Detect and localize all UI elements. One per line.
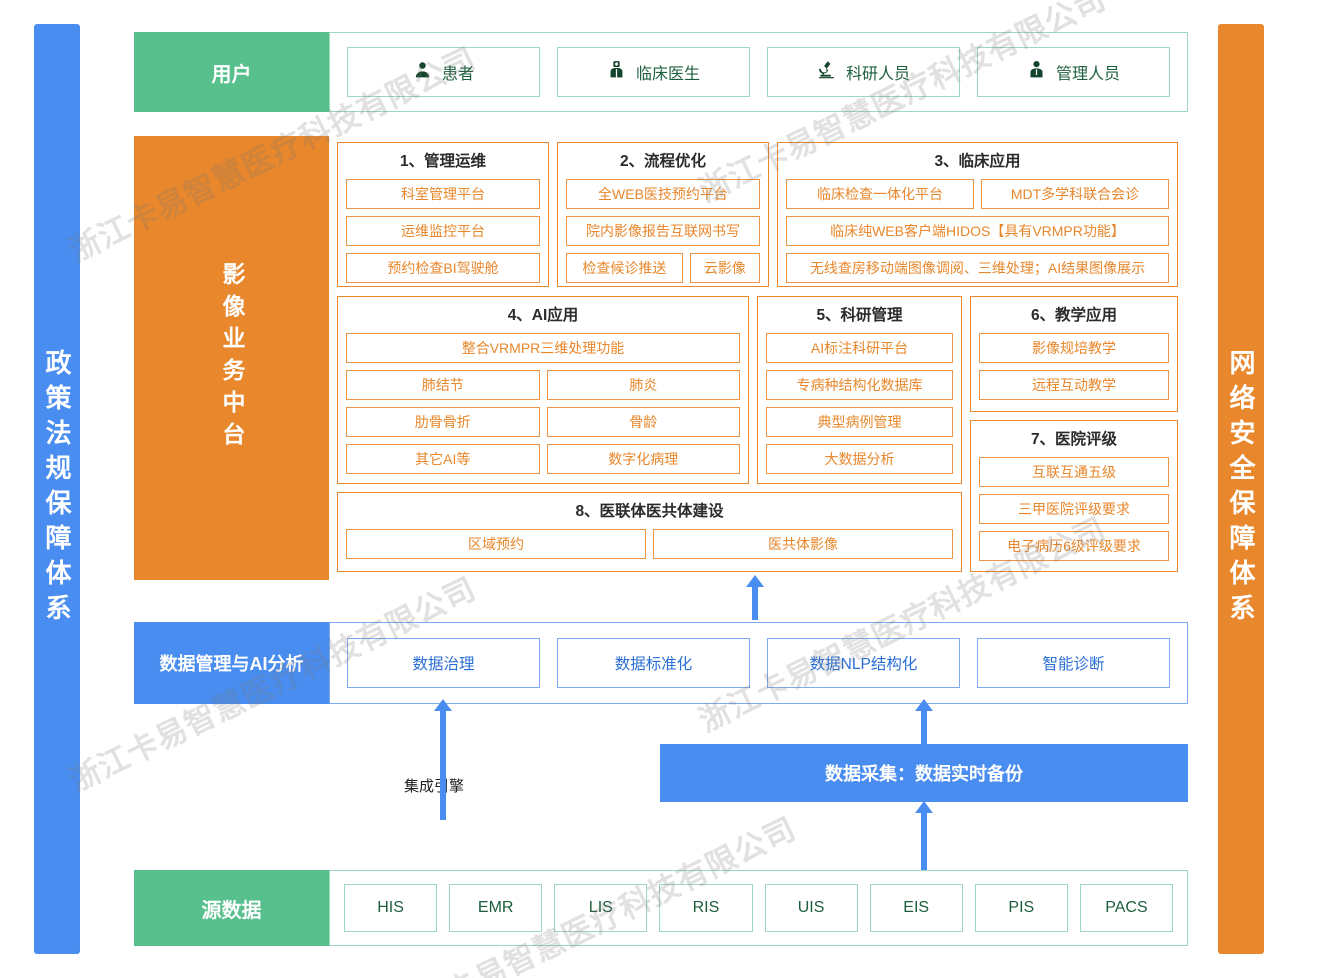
data-chip-standardization[interactable]: 数据标准化: [557, 638, 750, 688]
item-box[interactable]: 全WEB医技预约平台: [566, 179, 760, 209]
imaging-business-platform-text: 影像业务中台: [219, 262, 245, 454]
item-box[interactable]: 肋骨骨折: [346, 407, 540, 437]
data-management-row-body: 数据治理 数据标准化 数据NLP结构化 智能诊断: [329, 622, 1188, 704]
network-security-pillar: 网络安全保障体系: [1218, 24, 1264, 954]
item-box[interactable]: 无线查房移动端图像调阅、三维处理；AI结果图像展示: [786, 253, 1169, 283]
item-box[interactable]: 典型病例管理: [766, 407, 953, 437]
source-chip-lis[interactable]: LIS: [554, 884, 648, 932]
source-chip-eis[interactable]: EIS: [869, 884, 963, 932]
card-ai-application: 4、AI应用 整合VRMPR三维处理功能 肺结节 肺炎 肋骨骨折 骨龄 其它AI…: [337, 296, 749, 484]
source-data-row-body: HIS EMR LIS RIS UIS EIS PIS PACS: [329, 870, 1188, 946]
item-box[interactable]: 数字化病理: [546, 444, 740, 474]
card-research-management: 5、科研管理 AI标注科研平台 专病种结构化数据库 典型病例管理 大数据分析: [757, 296, 962, 484]
item-box[interactable]: 专病种结构化数据库: [766, 370, 953, 400]
card-clinical-application: 3、临床应用 临床检查一体化平台 MDT多学科联合会诊 临床纯WEB客户端HID…: [777, 142, 1178, 287]
card-title: 3、临床应用: [934, 153, 1021, 170]
card-process-optimization: 2、流程优化 全WEB医技预约平台 院内影像报告互联网书写 检查候诊推送 云影像: [557, 142, 769, 287]
item-box[interactable]: 互联互通五级: [979, 457, 1169, 487]
card-teaching-application: 6、教学应用 影像规培教学 远程互动教学: [970, 296, 1178, 412]
user-chip-label: 管理人员: [1055, 66, 1120, 83]
source-data-row: 源数据 HIS EMR LIS RIS UIS EIS PIS PACS: [134, 870, 1188, 946]
item-box[interactable]: 云影像: [689, 253, 760, 283]
data-chip-nlp[interactable]: 数据NLP结构化: [767, 638, 960, 688]
item-box[interactable]: 三甲医院评级要求: [979, 494, 1169, 524]
source-chip-his[interactable]: HIS: [344, 884, 438, 932]
card-title: 1、管理运维: [399, 153, 487, 170]
user-row: 用户 患者 临床医生 科研人员: [134, 32, 1188, 112]
user-chip-label: 科研人员: [845, 66, 910, 83]
user-icon: [413, 60, 432, 84]
item-box[interactable]: 远程互动教学: [979, 370, 1169, 400]
source-chip-pacs[interactable]: PACS: [1079, 884, 1173, 932]
manager-icon: [1027, 60, 1046, 84]
arrow-source-to-collect: [915, 801, 933, 870]
data-chip-governance[interactable]: 数据治理: [347, 638, 540, 688]
user-chip-researcher[interactable]: 科研人员: [767, 47, 960, 97]
item-box[interactable]: 区域预约: [346, 529, 646, 559]
item-box[interactable]: 预约检查BI驾驶舱: [346, 253, 540, 283]
arrow-integration-engine: [434, 699, 452, 820]
item-box[interactable]: MDT多学科联合会诊: [981, 179, 1169, 209]
card-title: 5、科研管理: [816, 307, 903, 324]
card-title: 2、流程优化: [619, 153, 707, 170]
user-chip-label: 患者: [441, 66, 474, 83]
item-box[interactable]: 医共体影像: [653, 529, 953, 559]
source-data-row-label: 源数据: [134, 870, 329, 946]
data-management-row-label: 数据管理与AI分析: [134, 622, 329, 704]
data-collection-bar: 数据采集：数据实时备份: [660, 744, 1188, 802]
card-title: 8、医联体医共体建设: [575, 503, 724, 520]
user-row-body: 患者 临床医生 科研人员 管理人员: [329, 32, 1188, 112]
source-chip-uis[interactable]: UIS: [764, 884, 858, 932]
item-box[interactable]: 院内影像报告互联网书写: [566, 216, 760, 246]
item-box[interactable]: 肺结节: [346, 370, 540, 400]
item-row: 其它AI等 数字化病理: [346, 444, 740, 481]
data-chip-smart-diagnosis[interactable]: 智能诊断: [977, 638, 1170, 688]
source-chip-emr[interactable]: EMR: [449, 884, 543, 932]
card-title: 7、医院评级: [1030, 431, 1118, 448]
policy-regulation-pillar-label: 政策法规保障体系: [42, 349, 72, 629]
network-security-pillar-label: 网络安全保障体系: [1226, 349, 1256, 629]
item-box[interactable]: 大数据分析: [766, 444, 953, 474]
microscope-icon: [817, 60, 836, 84]
arrow-data-to-platform: [746, 575, 764, 620]
item-row: 临床检查一体化平台 MDT多学科联合会诊: [786, 179, 1169, 216]
item-box[interactable]: AI标注科研平台: [766, 333, 953, 363]
imaging-business-platform-body: 1、管理运维 科室管理平台 运维监控平台 预约检查BI驾驶舱 2、流程优化 全W…: [329, 136, 1188, 580]
item-row: 肋骨骨折 骨龄: [346, 407, 740, 444]
item-box[interactable]: 电子病历6级评级要求: [979, 531, 1169, 561]
user-row-label: 用户: [134, 32, 329, 112]
item-box[interactable]: 肺炎: [546, 370, 740, 400]
user-chip-label: 临床医生: [635, 66, 700, 83]
data-management-row: 数据管理与AI分析 数据治理 数据标准化 数据NLP结构化 智能诊断: [134, 622, 1188, 704]
doctor-icon: [607, 60, 626, 84]
item-box[interactable]: 检查候诊推送: [566, 253, 683, 283]
user-chip-administrator[interactable]: 管理人员: [977, 47, 1170, 97]
policy-regulation-pillar: 政策法规保障体系: [34, 24, 80, 954]
card-medical-consortium: 8、医联体医共体建设 区域预约 医共体影像: [337, 492, 962, 572]
card-title: 6、教学应用: [1030, 307, 1118, 324]
source-chip-ris[interactable]: RIS: [659, 884, 753, 932]
item-box[interactable]: 骨龄: [546, 407, 740, 437]
item-box[interactable]: 其它AI等: [346, 444, 540, 474]
user-chip-clinician[interactable]: 临床医生: [557, 47, 750, 97]
item-box[interactable]: 临床检查一体化平台: [786, 179, 974, 209]
item-box[interactable]: 影像规培教学: [979, 333, 1169, 363]
item-box[interactable]: 临床纯WEB客户端HIDOS【具有VRMPR功能】: [786, 216, 1169, 246]
card-hospital-rating: 7、医院评级 互联互通五级 三甲医院评级要求 电子病历6级评级要求: [970, 420, 1178, 572]
item-box[interactable]: 整合VRMPR三维处理功能: [346, 333, 740, 363]
item-row: 肺结节 肺炎: [346, 370, 740, 407]
card-title: 4、AI应用: [507, 307, 579, 324]
imaging-business-platform-label: 影像业务中台: [134, 136, 329, 580]
integration-engine-label: 集成引擎: [404, 778, 465, 795]
item-box[interactable]: 运维监控平台: [346, 216, 540, 246]
source-chip-pis[interactable]: PIS: [974, 884, 1068, 932]
arrow-collect-to-data: [915, 699, 933, 746]
item-box[interactable]: 科室管理平台: [346, 179, 540, 209]
imaging-business-platform-row: 影像业务中台 1、管理运维 科室管理平台 运维监控平台 预约检查BI驾驶舱 2、…: [134, 136, 1188, 580]
card-management-ops: 1、管理运维 科室管理平台 运维监控平台 预约检查BI驾驶舱: [337, 142, 549, 287]
item-row: 检查候诊推送 云影像: [566, 253, 760, 290]
user-chip-patient[interactable]: 患者: [347, 47, 540, 97]
item-row: 区域预约 医共体影像: [346, 529, 953, 566]
